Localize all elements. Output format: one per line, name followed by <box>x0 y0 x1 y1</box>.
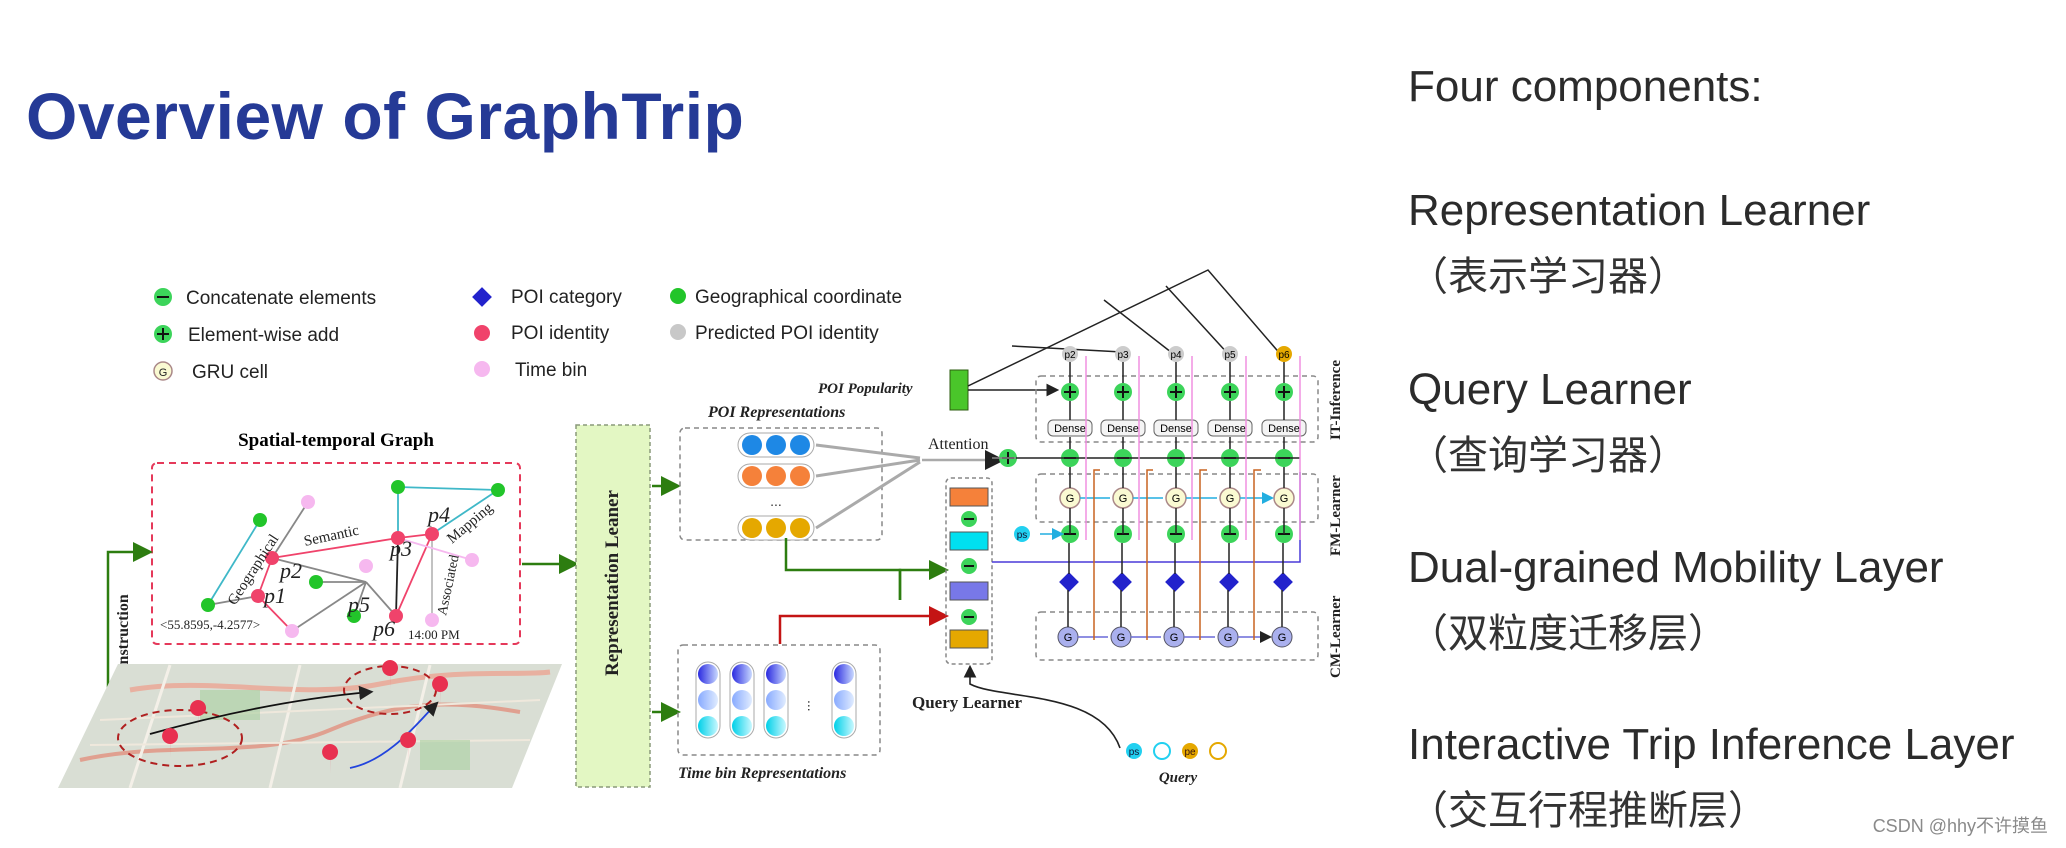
component-3-name: Dual-grained Mobility Layer <box>1408 543 1944 592</box>
dense-label-5: Dense <box>1268 423 1300 435</box>
svg-text:ps: ps <box>1017 530 1028 541</box>
svg-text:G: G <box>1066 493 1075 505</box>
svg-text:ps: ps <box>1129 747 1140 758</box>
svg-text:G: G <box>1170 632 1179 644</box>
dense-label-2: Dense <box>1107 423 1139 435</box>
legend-poi-identity-label: POI identity <box>511 323 610 344</box>
components-heading: Four components: <box>1408 62 1763 111</box>
poi-popularity-bar <box>949 369 969 411</box>
component-2-name: Query Learner <box>1408 365 1692 414</box>
output-label-5: p6 <box>1278 350 1290 361</box>
svg-text:G: G <box>1280 493 1289 505</box>
svg-text:G: G <box>1172 493 1181 505</box>
query-label: Query <box>1159 770 1198 786</box>
graph-nodes <box>201 480 505 638</box>
time-bin-vectors: ... <box>695 661 857 739</box>
time-bin-icon <box>474 361 490 377</box>
construction-label: Construction <box>115 594 132 684</box>
output-label-2: p3 <box>1117 350 1129 361</box>
poi-category-icon <box>472 287 492 307</box>
p6-label: p6 <box>371 616 395 641</box>
predicted-poi-icon <box>670 324 686 340</box>
component-4-cn: （交互行程推断层） <box>1408 789 1768 833</box>
legend-predicted-label: Predicted POI identity <box>695 323 879 344</box>
p4-label: p4 <box>426 502 450 527</box>
svg-text:G: G <box>1119 493 1128 505</box>
query-learner-box <box>945 477 993 665</box>
graph-title: Spatial-temporal Graph <box>238 430 434 451</box>
legend-time-bin-label: Time bin <box>515 360 587 381</box>
associated-label: Associated <box>435 554 462 617</box>
svg-text:...: ... <box>805 700 821 712</box>
time-bin-representations-label: Time bin Representations <box>678 765 846 782</box>
component-4-name: Interactive Trip Inference Layer <box>1408 720 2015 769</box>
representation-learner-label: Representation Leaner <box>602 490 623 676</box>
component-2-cn: （查询学习器） <box>1408 434 1688 478</box>
legend-geo-label: Geographical coordinate <box>695 287 902 308</box>
poi-representations-label: POI Representations <box>707 404 845 421</box>
p3-label: p3 <box>388 536 412 561</box>
slide-title: Overview of GraphTrip <box>26 79 745 153</box>
flow-lines <box>992 356 1301 640</box>
output-label-4: p5 <box>1224 350 1236 361</box>
svg-text:G: G <box>1117 632 1126 644</box>
legend-add-label: Element-wise add <box>188 325 339 346</box>
output-label-3: p4 <box>1170 350 1182 361</box>
legend: Concatenate elements Element-wise add G … <box>153 287 902 383</box>
svg-text:G: G <box>1278 632 1287 644</box>
p5-label: p5 <box>346 592 370 617</box>
component-1-name: Representation Learner <box>1408 186 1871 235</box>
component-1-cn: （表示学习器） <box>1408 255 1688 299</box>
component-3-cn: （双粒度迁移层） <box>1408 612 1728 656</box>
p1-label: p1 <box>262 583 286 608</box>
dense-label-1: Dense <box>1054 423 1086 435</box>
svg-text:G: G <box>1226 493 1235 505</box>
legend-gru-label: GRU cell <box>192 362 268 383</box>
query-learner-label: Query Learner <box>912 693 1022 712</box>
poi-popularity-label: POI Popularity <box>818 381 913 397</box>
fm-learner-box <box>1035 473 1319 523</box>
svg-text:G: G <box>1064 632 1073 644</box>
watermark: CSDN @hhy不许摸鱼 <box>1872 816 2048 836</box>
svg-text:pe: pe <box>1184 747 1196 758</box>
poi-identity-icon <box>474 325 490 341</box>
legend-poi-category-label: POI category <box>511 287 622 308</box>
dense-label-4: Dense <box>1214 423 1246 435</box>
graph-box <box>151 462 521 645</box>
cm-learner-box <box>1035 611 1319 661</box>
svg-text:G: G <box>1224 632 1233 644</box>
dense-label-3: Dense <box>1160 423 1192 435</box>
query-tokens: ps pe <box>1126 742 1227 760</box>
svg-text:G: G <box>159 367 168 379</box>
query-stack <box>949 487 989 649</box>
city-map <box>58 660 562 789</box>
fm-learner-label: FM-Learner <box>1328 475 1344 556</box>
components-panel: Four components: Representation Learner … <box>1408 0 2058 848</box>
coordinate-label: <55.8595,-4.2577> <box>160 617 260 632</box>
mapping-label: Mapping <box>444 500 496 547</box>
column-2: p3 Dense G G <box>1100 346 1146 648</box>
it-inference-label: IT-Inference <box>1328 360 1344 440</box>
poi-ellipsis: ... <box>770 493 782 509</box>
output-label-1: p2 <box>1064 350 1076 361</box>
graphtrip-architecture-diagram: Concatenate elements Element-wise add G … <box>58 269 1344 789</box>
geo-coordinate-icon <box>670 288 686 304</box>
cm-learner-label: CM-Learner <box>1328 595 1344 678</box>
construction-arrow <box>106 542 153 708</box>
start-poi-token <box>1014 526 1030 542</box>
gru-cell-icon <box>153 361 173 381</box>
poi-vectors: ... <box>737 432 815 541</box>
p2-label: p2 <box>278 558 302 583</box>
representation-learner-panel <box>575 424 651 788</box>
time-label: 14:00 PM <box>408 627 460 642</box>
legend-concat-label: Concatenate elements <box>186 288 376 309</box>
it-inference-box <box>1035 375 1319 443</box>
attention-label: Attention <box>928 436 988 453</box>
